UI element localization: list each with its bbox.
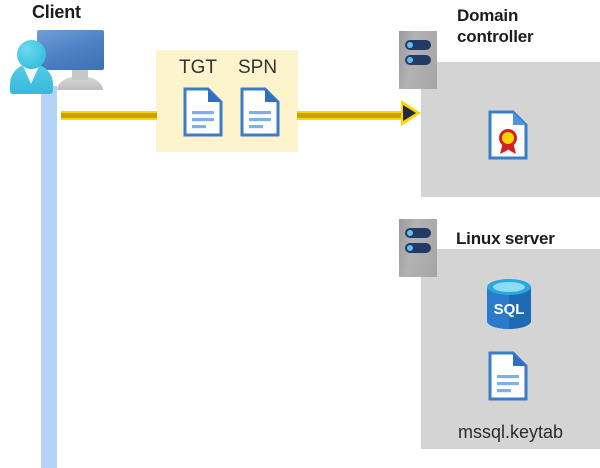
arrow-segment-left [61, 111, 157, 120]
arrow-head-inner-icon [403, 105, 416, 121]
arrow-segment-right [297, 111, 407, 120]
domain-controller-server-icon [399, 31, 437, 89]
domain-controller-title: Domain controller [457, 6, 534, 46]
server-slot-icon [405, 243, 431, 253]
label-spn: SPN [238, 57, 278, 78]
tgt-document-icon [183, 87, 223, 137]
keytab-filename-label: mssql.keytab [457, 422, 564, 442]
linux-server-title: Linux server [456, 229, 555, 248]
monitor-base [57, 76, 103, 90]
label-tgt: TGT [179, 57, 217, 78]
person-head [17, 40, 46, 69]
person-collar [22, 64, 40, 84]
sql-database-icon: SQL [487, 279, 531, 329]
server-slot-icon [405, 55, 431, 65]
server-slot-icon [405, 228, 431, 238]
keytab-document-icon [488, 351, 528, 401]
sql-database-label: SQL [494, 301, 525, 318]
monitor-screen [37, 30, 104, 70]
linux-server-server-icon [399, 219, 437, 277]
client-lifeline [41, 86, 57, 468]
server-slot-icon [405, 40, 431, 50]
certificate-icon [488, 110, 528, 160]
client-title: Client [32, 2, 81, 22]
spn-document-icon [240, 87, 280, 137]
